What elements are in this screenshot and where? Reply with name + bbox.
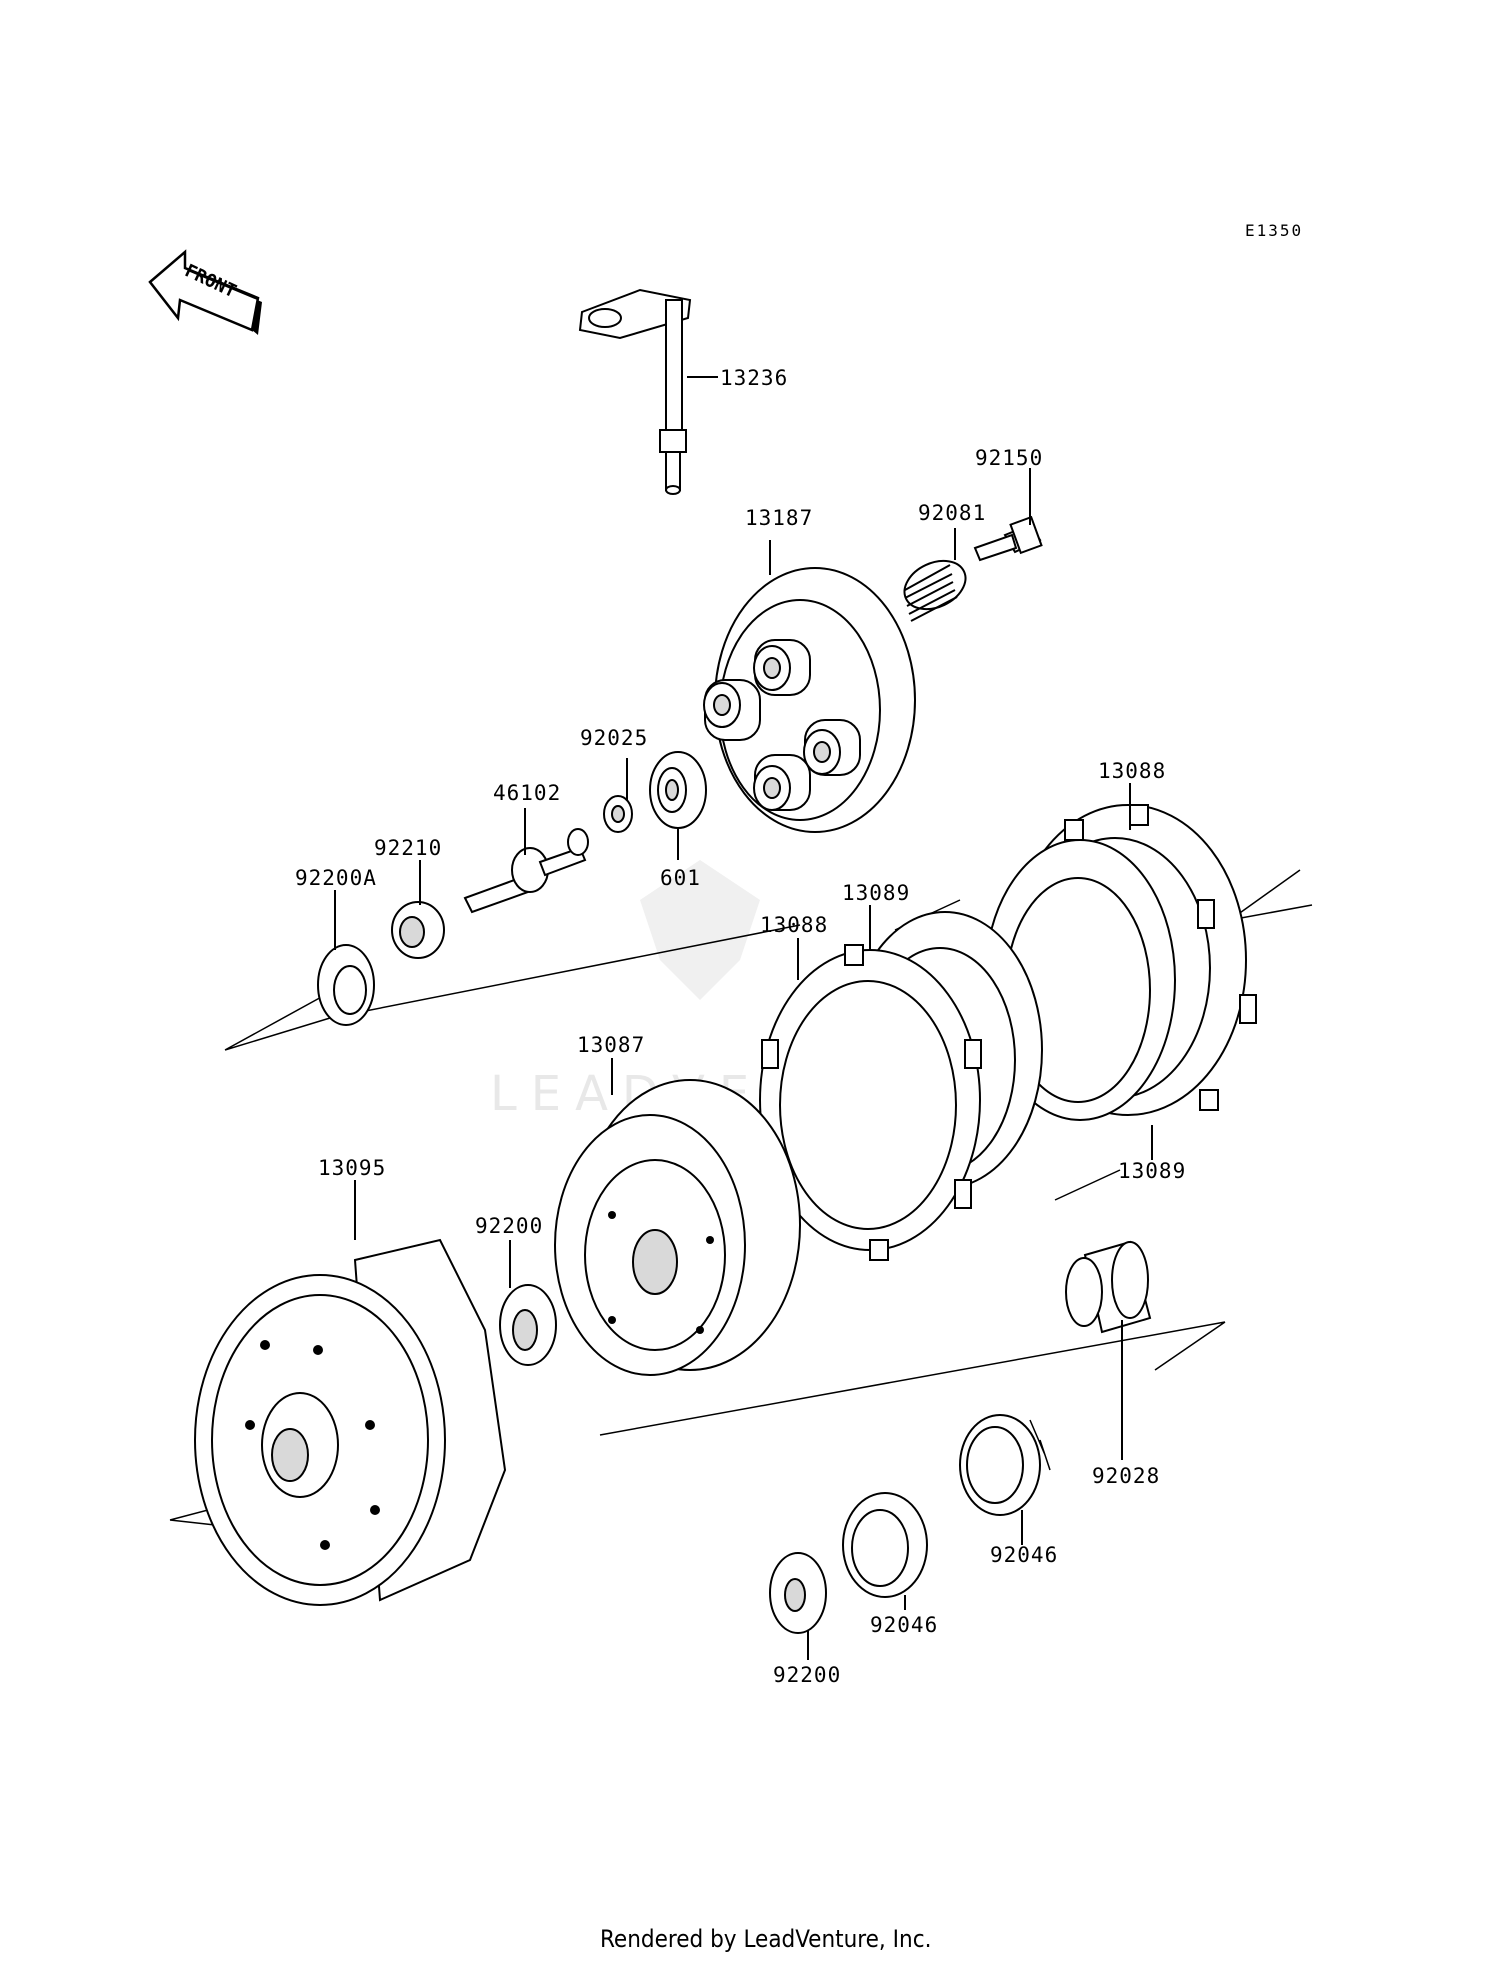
label-92081: 92081 bbox=[918, 501, 986, 525]
label-92150: 92150 bbox=[975, 446, 1043, 470]
label-13088-mid: 13088 bbox=[760, 913, 828, 937]
clutch-hub-part bbox=[554, 1079, 801, 1376]
lock-washer-part bbox=[317, 944, 375, 1026]
label-92025: 92025 bbox=[580, 726, 648, 750]
leader-lines bbox=[334, 376, 1153, 1660]
label-46102: 46102 bbox=[493, 781, 561, 805]
label-92200-bottom: 92200 bbox=[773, 1663, 841, 1687]
washer-mid-part bbox=[499, 1284, 557, 1366]
needle-bearing-right-part bbox=[959, 1414, 1051, 1516]
label-601: 601 bbox=[660, 866, 701, 890]
label-13187: 13187 bbox=[745, 506, 813, 530]
label-13236: 13236 bbox=[720, 366, 788, 390]
label-13088-top: 13088 bbox=[1098, 759, 1166, 783]
washer-92025-part bbox=[603, 795, 633, 833]
nut-part bbox=[391, 901, 445, 959]
label-13087: 13087 bbox=[577, 1033, 645, 1057]
label-92046-left: 92046 bbox=[870, 1613, 938, 1637]
footer-credit: Rendered by LeadVenture, Inc. bbox=[600, 1925, 931, 1953]
shaft-part bbox=[463, 828, 589, 914]
friction-plate-mid-part bbox=[759, 944, 982, 1261]
label-13095: 13095 bbox=[318, 1156, 386, 1180]
spring-part bbox=[903, 559, 967, 622]
sleeve-part bbox=[1065, 1240, 1152, 1334]
bearing-part bbox=[649, 751, 707, 829]
front-arrow-icon: FRONT bbox=[148, 249, 262, 335]
needle-bearing-left-part bbox=[842, 1492, 928, 1598]
label-92200A: 92200A bbox=[295, 866, 377, 890]
label-92046-right: 92046 bbox=[990, 1543, 1058, 1567]
label-92028: 92028 bbox=[1092, 1464, 1160, 1488]
bolt-part bbox=[973, 515, 1043, 562]
label-13089-right: 13089 bbox=[1118, 1159, 1186, 1183]
pressure-plate-part bbox=[703, 567, 916, 833]
washer-bottom-part bbox=[769, 1552, 827, 1634]
clutch-housing-part bbox=[194, 1238, 507, 1606]
part-labels: 13236 92150 92081 13187 92025 46102 9221… bbox=[295, 366, 1186, 1687]
label-92210: 92210 bbox=[374, 836, 442, 860]
label-13089-top: 13089 bbox=[842, 881, 910, 905]
push-lever-part bbox=[578, 288, 692, 495]
diagram-code: E1350 bbox=[1245, 221, 1303, 240]
label-92200-mid: 92200 bbox=[475, 1214, 543, 1238]
